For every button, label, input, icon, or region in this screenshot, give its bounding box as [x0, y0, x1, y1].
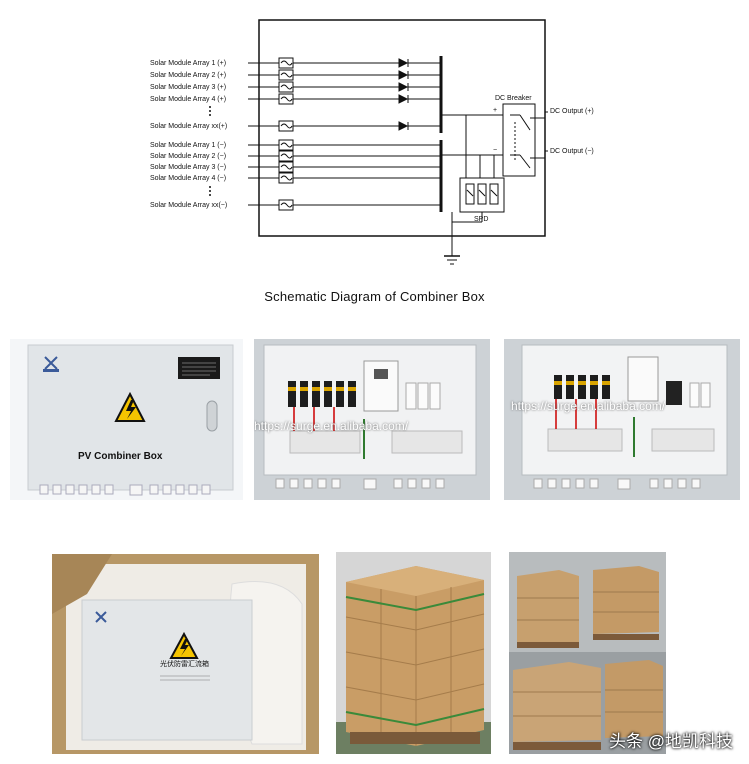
input-label: Solar Module Array 2 (+) — [150, 72, 226, 79]
spd-label: SPD — [474, 216, 488, 223]
lock-handle — [206, 400, 218, 432]
photo-open-box-1: https://surge.en.alibaba.com/ — [254, 339, 490, 500]
box-label-chinese: 光伏防雷汇流箱 — [160, 660, 209, 668]
fuse-symbol — [278, 161, 294, 173]
brand-logo-icon — [95, 611, 107, 623]
dc-breaker — [363, 360, 399, 412]
fuse-symbol — [278, 81, 294, 93]
input-label: Solar Module Array 4 (+) — [150, 96, 226, 103]
photo-warehouse-pallets — [509, 552, 666, 754]
input-label: Solar Module Array 3 (+) — [150, 84, 226, 91]
dc-breaker-label: DC Breaker — [495, 95, 532, 102]
diode-symbol — [398, 121, 409, 131]
input-label: Solar Module Array xx(+) — [150, 123, 227, 130]
dc-breaker-box — [502, 103, 536, 177]
fuse-symbol — [278, 139, 294, 151]
input-label: Solar Module Array 1 (−) — [150, 142, 226, 149]
fuse-symbol — [278, 69, 294, 81]
photo-closed-box: PV Combiner Box — [10, 339, 243, 500]
source-url-1: https://surge.en.alibaba.com/ — [254, 419, 409, 433]
fuse-symbol — [278, 172, 294, 184]
input-label: Solar Module Array 2 (−) — [150, 153, 226, 160]
fuse-symbol — [278, 120, 294, 132]
dc-breaker — [627, 356, 659, 402]
input-label: Solar Module Array 3 (−) — [150, 164, 226, 171]
input-label: Solar Module Array 1 (+) — [150, 60, 226, 67]
watermark: 头条 @地凯科技 — [609, 732, 733, 751]
negative-inputs: Solar Module Array 1 (−) Solar Module Ar… — [150, 142, 227, 209]
diagram-caption: Schematic Diagram of Combiner Box — [264, 289, 485, 304]
dc-output-negative-label: DC Output (−) — [550, 148, 594, 155]
enclosure-outline — [258, 19, 546, 237]
fuse-symbol — [278, 150, 294, 162]
input-label: Solar Module Array 4 (−) — [150, 175, 226, 182]
fuse-symbol — [278, 199, 294, 211]
diode-symbol — [398, 94, 409, 104]
nameplate — [178, 357, 220, 379]
photo-open-box-2: https://surge.en.alibaba.com/ — [504, 339, 740, 500]
diode-symbol — [398, 82, 409, 92]
dc-output-positive-label: DC Output (+) — [550, 108, 594, 115]
input-label: Solar Module Array xx(−) — [150, 202, 227, 209]
photo-stacked-cartons — [336, 552, 491, 754]
minus-sign: − — [493, 147, 497, 154]
positive-inputs: Solar Module Array 1 (+) Solar Module Ar… — [150, 60, 227, 130]
plus-sign: + — [493, 107, 497, 114]
box-label: PV Combiner Box — [78, 451, 163, 462]
diode-symbol — [398, 70, 409, 80]
spd-box — [459, 177, 505, 213]
combiner-box-schematic: Solar Module Array 1 (+) Solar Module Ar… — [150, 19, 594, 265]
fuse-symbol — [278, 57, 294, 69]
source-url-2: https://surge.en.alibaba.com/ — [511, 399, 666, 413]
fuse-symbol — [278, 93, 294, 105]
photo-packaged-box: 光伏防雷汇流箱 — [52, 554, 319, 754]
brand-logo-icon — [44, 356, 58, 370]
diode-symbol — [398, 58, 409, 68]
